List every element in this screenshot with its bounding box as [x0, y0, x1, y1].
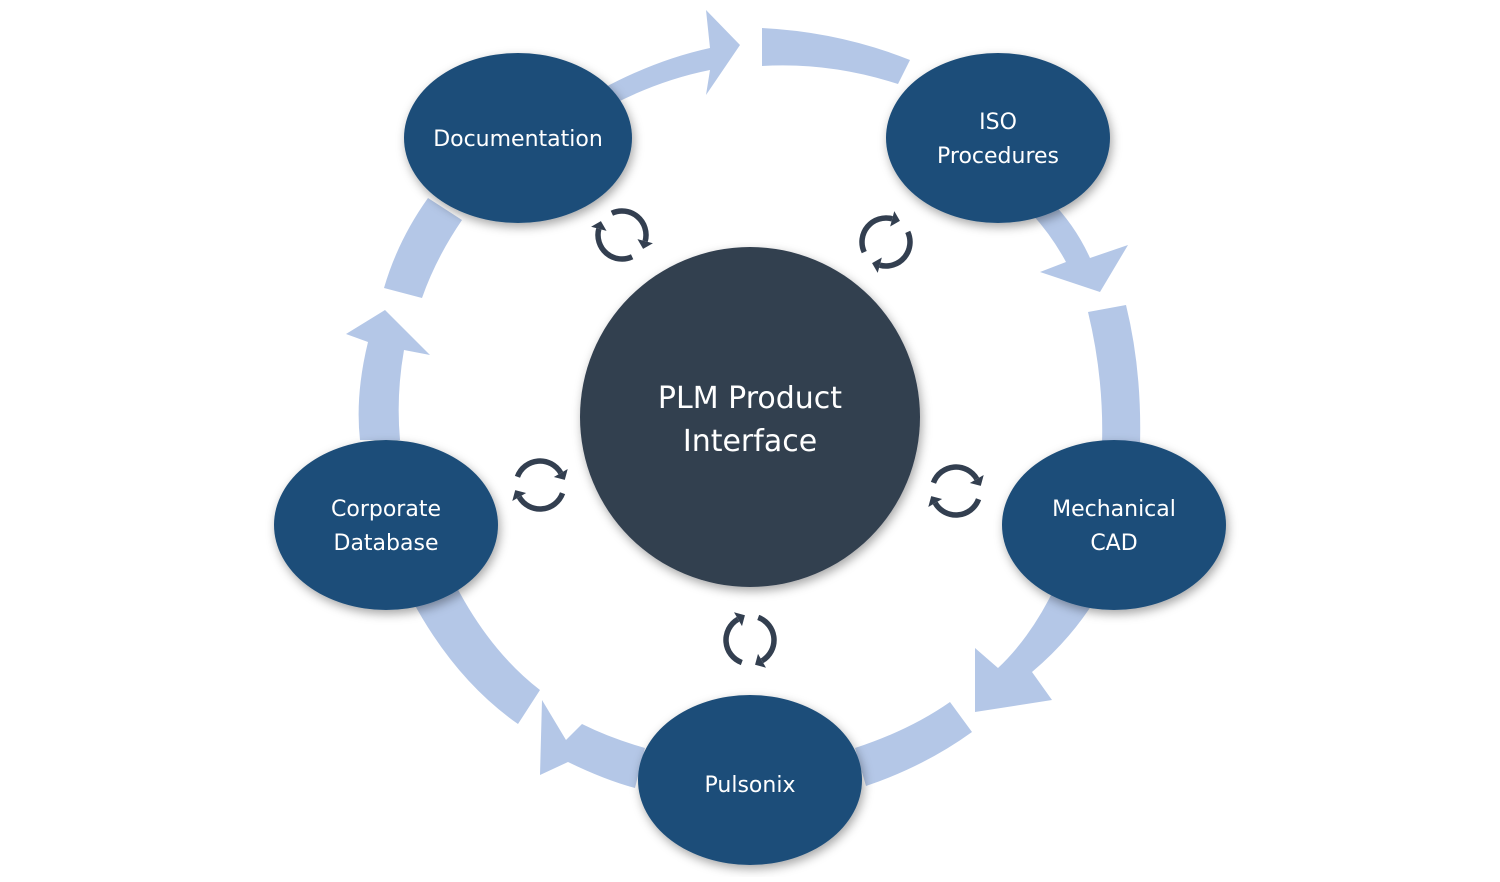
- mechanical-cad-ellipse: [1002, 440, 1226, 610]
- iso-procedures-ellipse: [886, 53, 1110, 223]
- mechanical-cad-label-line-1: Mechanical: [1052, 497, 1176, 522]
- cycle-arrow-iso-segment: [762, 28, 910, 84]
- sync-arrowhead: [969, 475, 984, 486]
- node-iso-procedures: ISO Procedures: [886, 53, 1110, 223]
- sync-arrowhead: [591, 221, 607, 231]
- node-pulsonix: Pulsonix: [638, 695, 862, 865]
- sync-arrowhead: [637, 239, 653, 249]
- cycle-arrow-cad-to-pulsonix: [975, 585, 1095, 712]
- sync-arc: [595, 228, 634, 262]
- sync-arc: [859, 215, 893, 254]
- sync-arrowhead: [928, 496, 943, 507]
- sync-arc: [930, 464, 980, 484]
- mechanical-cad-label-line-2: CAD: [1090, 531, 1137, 556]
- sync-arc: [932, 498, 982, 518]
- sync-arrowhead: [512, 490, 527, 501]
- sync-arrowhead: [755, 653, 766, 668]
- node-mechanical-cad: Mechanical CAD: [1002, 440, 1226, 610]
- sync-arc: [757, 614, 777, 664]
- cycle-arrows: [346, 10, 1141, 788]
- node-documentation: Documentation: [404, 53, 632, 223]
- documentation-label: Documentation: [433, 127, 603, 152]
- node-corporate-database: Corporate Database: [274, 440, 498, 610]
- pulsonix-label: Pulsonix: [705, 773, 796, 798]
- iso-procedures-label-line-1: ISO: [979, 110, 1017, 135]
- sync-arrowhead: [872, 257, 882, 273]
- cycle-arrow-documentation-to-iso: [600, 10, 740, 105]
- sync-arc: [610, 208, 649, 242]
- sync-arc: [879, 230, 913, 269]
- cycle-arrow-cad-segment: [1088, 305, 1141, 445]
- corporate-database-label-line-1: Corporate: [331, 497, 441, 522]
- cycle-arrow-documentation-segment: [384, 198, 462, 298]
- cycle-arrow-pulsonix-segment: [855, 702, 972, 786]
- sync-icons: [512, 208, 984, 668]
- sync-arc: [723, 616, 743, 666]
- sync-arrowhead: [890, 211, 900, 227]
- cycle-arrow-pulsonix-to-database: [540, 700, 645, 788]
- corporate-database-label-line-2: Database: [334, 531, 439, 556]
- iso-procedures-label-line-2: Procedures: [937, 144, 1059, 169]
- sync-arrows-icon-pulsonix: [723, 612, 777, 668]
- sync-arc: [516, 492, 566, 512]
- pulsonix-ellipse: [638, 695, 862, 865]
- center-label-line-2: Interface: [683, 424, 817, 459]
- center-circle: [580, 247, 920, 587]
- center-label-line-1: PLM Product: [658, 381, 842, 416]
- center-node: PLM Product Interface: [580, 247, 920, 587]
- sync-arrowhead: [553, 469, 568, 480]
- cycle-arrow-iso-to-cad: [1032, 200, 1128, 292]
- sync-arrows-icon-documentation: [591, 208, 653, 262]
- documentation-ellipse: [404, 53, 632, 223]
- cycle-arrow-database-to-documentation: [346, 310, 430, 440]
- sync-arrows-icon-iso: [859, 211, 913, 273]
- sync-arrows-icon-database: [512, 458, 568, 512]
- cycle-arrow-database-segment: [412, 578, 540, 724]
- corporate-database-ellipse: [274, 440, 498, 610]
- sync-arc: [514, 458, 564, 478]
- sync-arrowhead: [734, 612, 745, 627]
- sync-arrows-icon-cad: [928, 464, 984, 518]
